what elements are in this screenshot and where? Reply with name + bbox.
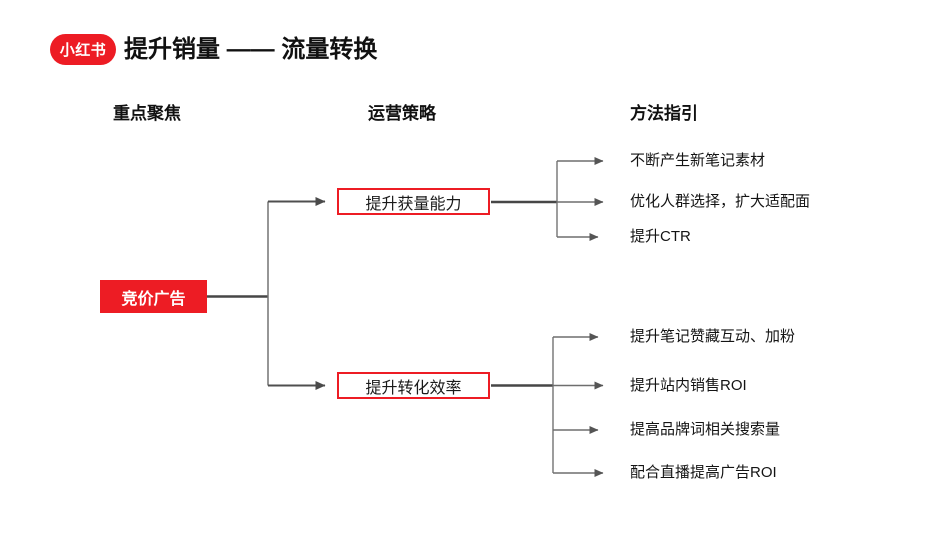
method-item-livestream-ad-roi: 配合直播提高广告ROI <box>630 464 777 481</box>
page-title: 提升销量 —— 流量转换 <box>124 36 378 63</box>
connector-acquisition-to-methods <box>491 157 604 241</box>
node-conversion-efficiency: 提升转化效率 <box>337 372 490 399</box>
method-item-onsite-sales-roi: 提升站内销售ROI <box>630 376 747 394</box>
connector-conversion-to-methods <box>491 333 604 477</box>
method-item-new-note-material: 不断产生新笔记素材 <box>630 152 766 169</box>
node-bidding-ads: 竞价广告 <box>100 280 207 313</box>
node-acquisition-ability: 提升获量能力 <box>337 188 490 215</box>
method-item-audience-selection: 优化人群选择，扩大适配面 <box>630 193 811 210</box>
method-item-improve-ctr: 提升CTR <box>630 228 691 245</box>
column-header-methods: 方法指引 <box>630 104 698 123</box>
method-item-brand-search-volume: 提高品牌词相关搜索量 <box>630 421 781 438</box>
connector-focus-to-strategies <box>207 197 326 390</box>
xiaohongshu-logo: 小红书 <box>50 34 116 65</box>
header: 小红书 提升销量 —— 流量转换 <box>50 34 377 65</box>
column-header-strategy: 运营策略 <box>368 104 436 123</box>
column-header-focus: 重点聚焦 <box>113 104 181 123</box>
method-item-note-engagement: 提升笔记赞藏互动、加粉 <box>630 328 796 345</box>
logo-text: 小红书 <box>59 42 107 59</box>
